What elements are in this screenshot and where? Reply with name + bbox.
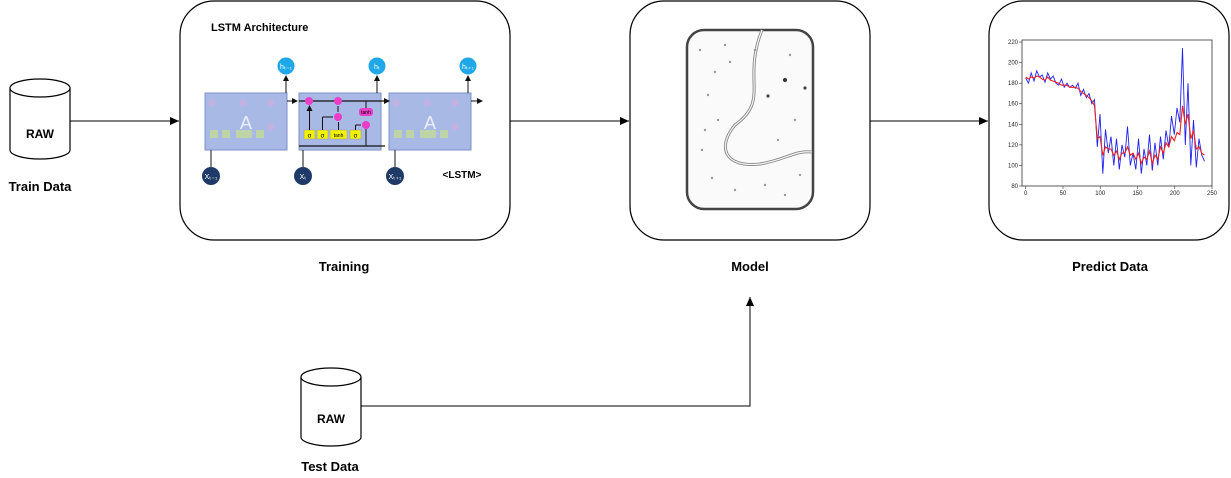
hidden-label-middle: hₜ — [374, 64, 380, 71]
model-dot — [698, 48, 702, 52]
model-dot — [733, 188, 737, 192]
y-tick-label: 140 — [1008, 122, 1019, 128]
model-dot — [776, 138, 780, 142]
x-tick-label: 100 — [1095, 191, 1106, 197]
gate-candidate-label: tanh — [334, 133, 344, 139]
model-illustration — [685, 28, 815, 211]
train-database: RAW — [9, 78, 71, 160]
gate-right-2 — [406, 130, 414, 138]
arrow-test-to-model — [361, 297, 754, 407]
gate-forget-label: σ — [308, 134, 312, 140]
y-tick-label: 80 — [1011, 184, 1018, 190]
model-boundary-curve-inner — [724, 29, 813, 166]
model-dot — [710, 176, 714, 180]
y-tick-label: 160 — [1008, 102, 1019, 108]
model-dot — [700, 148, 704, 152]
lstm-tag: <LSTM> — [443, 170, 482, 181]
y-tick-label: 120 — [1008, 143, 1019, 149]
lstm-architecture-title: LSTM Architecture — [211, 22, 308, 34]
train-db-top — [9, 78, 71, 98]
input-label-right: Xₜ₊₁ — [389, 174, 402, 181]
model-dot — [783, 78, 787, 82]
pointwise-output — [362, 121, 370, 129]
pointwise-add — [334, 97, 342, 105]
test-db-top — [300, 367, 362, 387]
x-tick-label: 250 — [1207, 191, 1218, 197]
train-db-label: RAW — [26, 127, 55, 141]
op-left-4 — [267, 123, 275, 131]
prediction-chart: 0 50 100 150 200 250 80 100 120 140 160 180 200 220 — [1008, 39, 1218, 197]
op-left-3 — [267, 99, 275, 107]
model-dot — [766, 94, 770, 98]
model-dot — [706, 93, 710, 97]
gate-right-1 — [394, 130, 402, 138]
op-left-2 — [239, 99, 247, 107]
model-dot — [803, 86, 807, 90]
hidden-label-left: hₜ₋₁ — [280, 64, 293, 71]
gate-left-2 — [222, 130, 230, 138]
x-tick-label: 0 — [1024, 191, 1028, 197]
model-dot — [753, 48, 757, 52]
y-tick-label: 200 — [1008, 61, 1019, 67]
op-right-4 — [451, 123, 459, 131]
cell-letter-left: A — [240, 113, 252, 133]
cell-letter-right: A — [424, 113, 436, 133]
input-node-right — [386, 167, 404, 185]
pointwise-tanh — [359, 108, 373, 116]
model-dot — [793, 118, 797, 122]
model-dot — [788, 53, 792, 57]
op-right-2 — [423, 99, 431, 107]
train-data-caption: Train Data — [9, 179, 73, 194]
hidden-node-left — [277, 57, 295, 75]
gate-left-4 — [256, 130, 264, 138]
hidden-node-middle — [368, 57, 386, 75]
model-caption: Model — [731, 259, 769, 274]
y-tick-label: 100 — [1008, 163, 1019, 169]
training-caption: Training — [319, 259, 370, 274]
x-tick-label: 50 — [1060, 191, 1067, 197]
op-right-1 — [392, 99, 400, 107]
gate-output-label: σ — [354, 134, 358, 140]
op-right-3 — [451, 99, 459, 107]
input-node-middle — [294, 167, 312, 185]
x-tick-label: 150 — [1132, 191, 1143, 197]
gate-left-3 — [236, 130, 252, 138]
input-node-left — [202, 167, 220, 185]
hidden-node-right — [459, 57, 477, 75]
test-database: RAW — [300, 367, 362, 447]
model-dot — [713, 70, 717, 74]
y-tick-label: 220 — [1008, 40, 1019, 46]
pointwise-input — [334, 113, 342, 121]
model-dot — [723, 43, 727, 47]
model-dot — [783, 193, 787, 197]
test-data-caption: Test Data — [301, 459, 359, 474]
predict-data-caption: Predict Data — [1072, 259, 1149, 274]
test-db-label: RAW — [317, 412, 346, 426]
model-dot — [763, 183, 767, 187]
model-dot — [728, 60, 732, 64]
gate-right-4 — [440, 130, 448, 138]
input-label-middle: Xₜ — [300, 174, 307, 181]
pointwise-tanh-label: tanh — [361, 110, 371, 116]
model-card — [685, 28, 815, 211]
train-db-body — [9, 88, 71, 160]
model-dot — [703, 128, 707, 132]
model-dot — [798, 173, 802, 177]
lstm-diagram: A σ σ tanh σ tanh — [202, 57, 483, 185]
input-label-left: Xₜ₋₁ — [205, 174, 218, 181]
pointwise-forget — [305, 97, 313, 105]
test-db-body — [300, 377, 362, 447]
op-left-1 — [208, 99, 216, 107]
model-dot — [716, 118, 720, 122]
y-tick-label: 180 — [1008, 81, 1019, 87]
gate-input-label: σ — [321, 134, 325, 140]
x-tick-label: 200 — [1170, 191, 1181, 197]
series-line-red — [1025, 75, 1205, 166]
hidden-label-right: hₜ₊₁ — [462, 64, 475, 71]
gate-right-3 — [420, 130, 436, 138]
gate-left-1 — [210, 130, 218, 138]
